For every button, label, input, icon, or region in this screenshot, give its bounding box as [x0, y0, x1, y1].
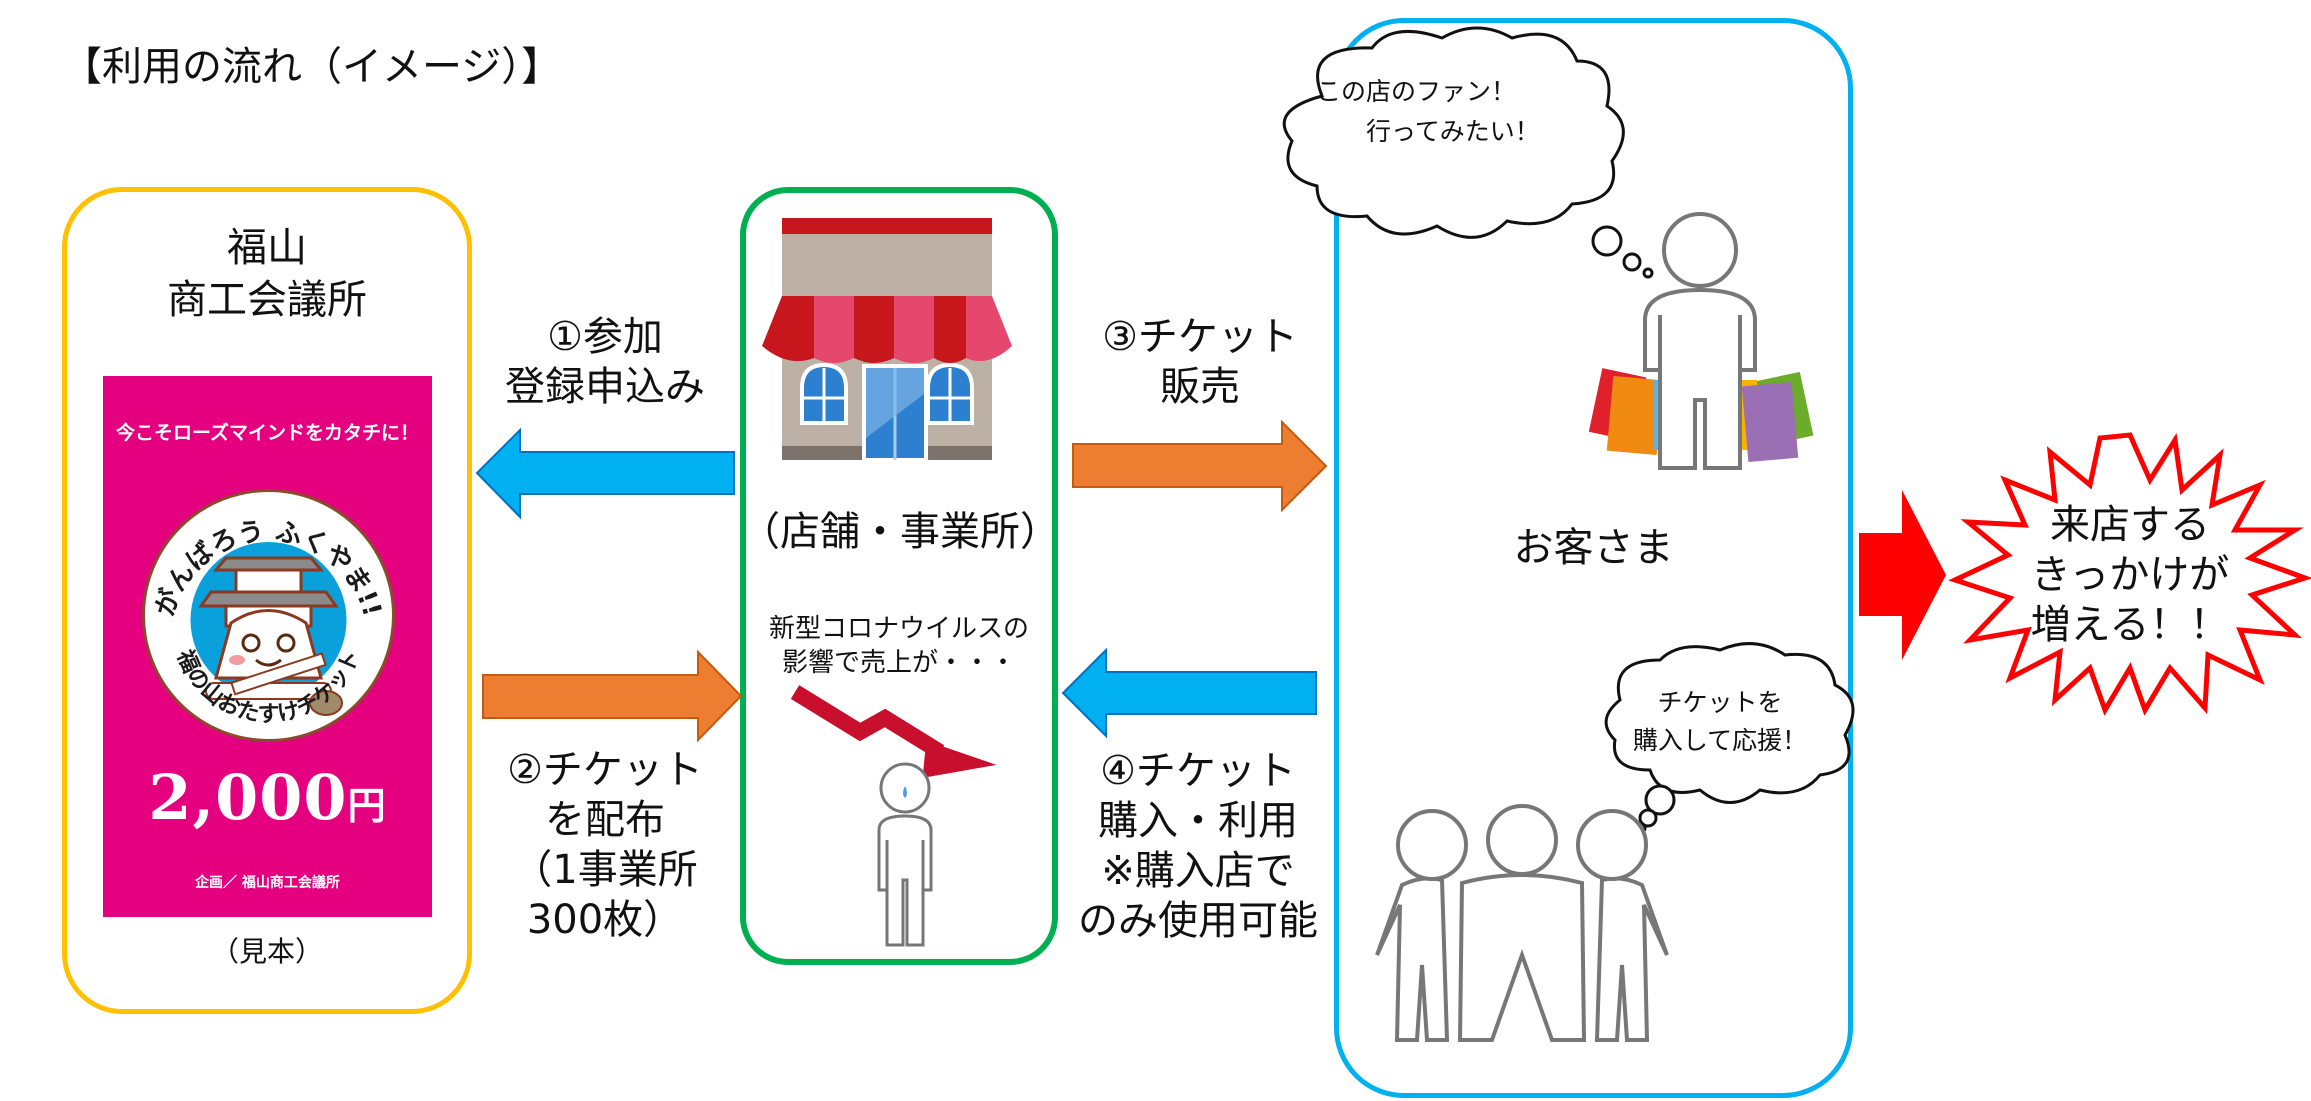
store-label: （店舗・事業所）	[740, 509, 1060, 555]
sample-label: （見本）	[210, 935, 323, 968]
step4-label: ④チケット 購入・利用 ※購入店で のみ使用可能	[1078, 748, 1318, 944]
step1-arrow-left-icon	[475, 427, 735, 520]
ticket-price-currency: 円	[347, 783, 387, 828]
store-icon	[762, 218, 1012, 462]
ticket-sample-image: 今こそローズマインドをカタチに！ がんばろう ふくやま!! 福の山おたすけチケッ…	[103, 376, 432, 917]
customer-label: お客さま	[1513, 525, 1674, 571]
step2-arrow-right-icon	[482, 649, 743, 743]
result-label: 来店する きっかけが 増える！！	[2030, 502, 2230, 648]
chamber-of-commerce-label: 福山 商工会議所	[167, 225, 367, 323]
sales-decline-arrow-icon	[790, 685, 997, 778]
thought-support-text: チケットを 購入して応援！	[1632, 688, 1808, 755]
step2-label: ②チケット を配布 （1事業所 300枚）	[507, 747, 703, 943]
ticket-price: 2,000円	[103, 761, 432, 834]
ticket-catchphrase: 今こそローズマインドをカタチに！	[115, 422, 420, 444]
result-arrow-right-icon	[1859, 490, 1946, 660]
worried-person-icon	[877, 762, 933, 947]
ticket-price-amount: 2,000	[148, 761, 348, 834]
step3-arrow-right-icon	[1072, 419, 1328, 513]
step1-label: ①参加 登録申込み	[505, 314, 705, 410]
thought-bubble-fan-icon	[1282, 26, 1654, 279]
diagram-title: 【利用の流れ（イメージ）】	[62, 44, 562, 90]
step4-arrow-left-icon	[1061, 647, 1317, 739]
customer-frame	[1334, 18, 1853, 1098]
customer-group-icon	[1375, 804, 1669, 1042]
store-frame	[740, 187, 1058, 965]
thought-fan-text: この店のファン！ 行ってみたい！	[1316, 77, 1540, 146]
shopper-with-bags-icon	[1588, 212, 1814, 470]
step3-label: ③チケット 販売	[1102, 314, 1298, 410]
covid-impact-note: 新型コロナウイルスの 影響で売上が・・・	[768, 614, 1029, 678]
ticket-sponsor: 企画／ 福山商工会議所	[195, 875, 340, 891]
chamber-of-commerce-frame	[62, 187, 472, 1014]
ticket-emblem-icon: がんばろう ふくやま!! 福の山おたすけチケット	[142, 489, 395, 742]
result-starburst-icon	[1948, 432, 2311, 716]
